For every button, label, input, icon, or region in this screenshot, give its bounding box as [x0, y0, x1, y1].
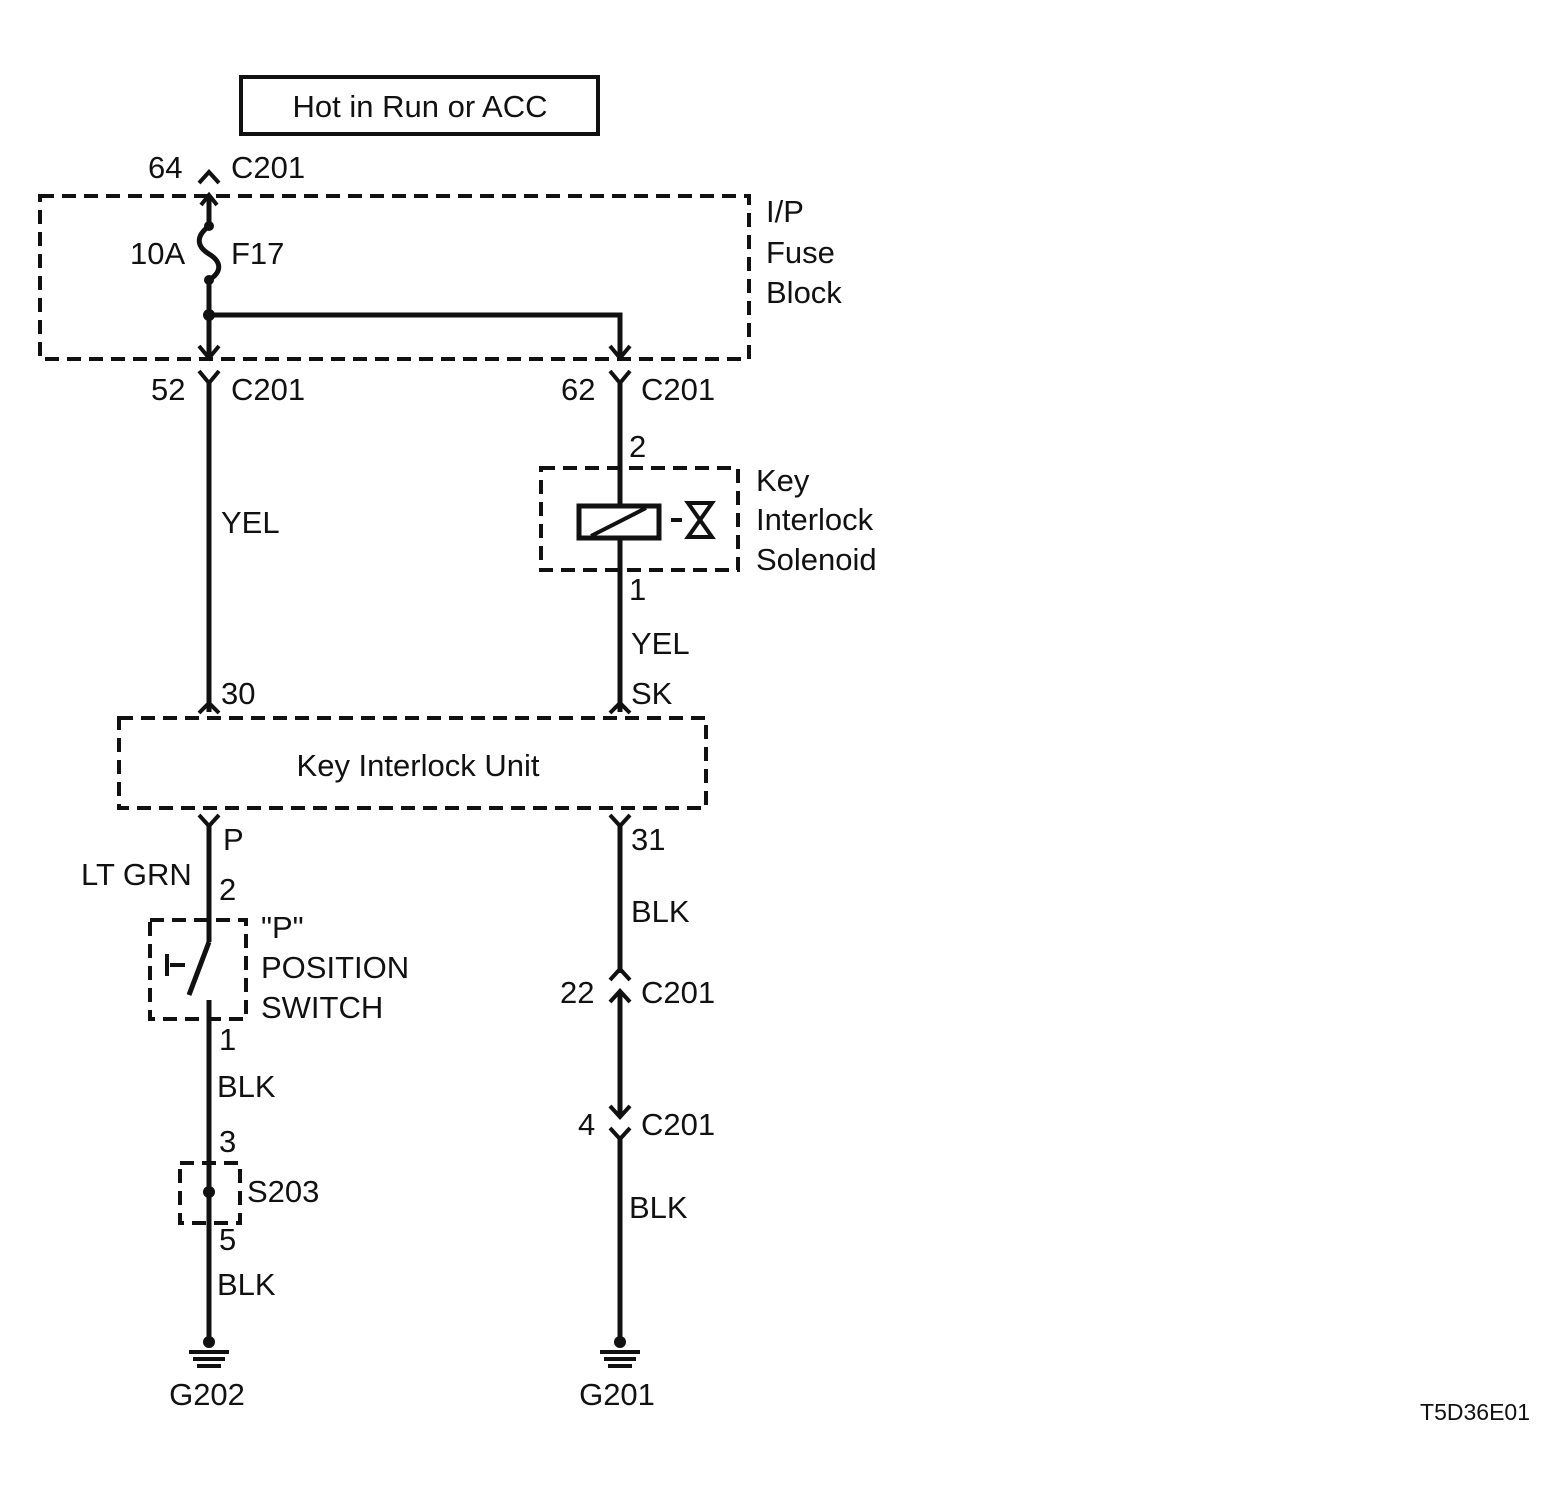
- connector-62-id: C201: [641, 372, 715, 407]
- solenoid-label-line3: Solenoid: [756, 542, 877, 577]
- ground-g202-node: [203, 1336, 215, 1348]
- unit-pin-31-symbol: [608, 813, 632, 829]
- fuse-block-outline: [38, 194, 751, 361]
- connector-64-symbol: [197, 169, 221, 185]
- splice-s203-outline: [178, 1161, 242, 1225]
- ground-g201-icon: [600, 1350, 640, 1368]
- fuse-left-output-arrow: [197, 344, 221, 362]
- wire-lt-grn-color: LT GRN: [81, 857, 192, 892]
- fuse-block-label-line1: I/P: [766, 194, 804, 229]
- solenoid-plunger-icon: [684, 501, 716, 539]
- connector-22-inner-symbol: [608, 988, 632, 1004]
- solenoid-coil-slash: [590, 506, 647, 538]
- unit-pin-31: 31: [631, 822, 665, 857]
- position-switch-label-line1: "P": [261, 910, 304, 945]
- splice-s203-node: [203, 1186, 215, 1198]
- fuse-right-output-arrow: [608, 344, 632, 362]
- key-interlock-unit-label: Key Interlock Unit: [297, 748, 540, 783]
- switch-pin-1: 1: [219, 1022, 236, 1057]
- unit-pin-sk: SK: [631, 676, 673, 711]
- connector-62-symbol: [608, 369, 632, 387]
- fuse-rating: 10A: [130, 236, 185, 271]
- figure-id: T5D36E01: [1420, 1399, 1530, 1425]
- unit-pin-p-symbol: [197, 813, 221, 829]
- connector-4-pin: 4: [578, 1107, 595, 1142]
- connector-52-symbol: [197, 369, 221, 387]
- wire-left-blk-upper-color: BLK: [217, 1069, 276, 1104]
- fuse-block-label-line2: Fuse: [766, 235, 835, 270]
- connector-22-id: C201: [641, 975, 715, 1010]
- switch-pin-2: 2: [219, 872, 236, 907]
- position-switch-blade: [186, 941, 212, 996]
- wire-left-blk-lower-color: BLK: [217, 1267, 276, 1302]
- ground-g201-label: G201: [579, 1377, 655, 1412]
- connector-4-inner-symbol: [608, 1104, 632, 1120]
- ground-g201-node: [614, 1336, 626, 1348]
- connector-52-id: C201: [231, 372, 305, 407]
- splice-pin-3: 3: [219, 1124, 236, 1159]
- key-interlock-unit-outline: [117, 716, 708, 810]
- connector-4-symbol: [608, 1126, 632, 1142]
- connector-64-id: C201: [231, 150, 305, 185]
- power-source-box: [239, 75, 600, 136]
- unit-pin-30-symbol: [197, 700, 221, 715]
- unit-pin-sk-symbol: [608, 700, 632, 715]
- fuse-id: F17: [231, 236, 284, 271]
- unit-pin-30: 30: [221, 676, 255, 711]
- solenoid-pin-1: 1: [629, 572, 646, 607]
- splice-s203-label: S203: [247, 1174, 319, 1209]
- splice-pin-5: 5: [219, 1222, 236, 1257]
- connector-22-symbol: [608, 966, 632, 982]
- fuse-block-label-line3: Block: [766, 275, 842, 310]
- ground-g202-label: G202: [169, 1377, 245, 1412]
- connector-62-pin: 62: [561, 372, 595, 407]
- connector-4-id: C201: [641, 1107, 715, 1142]
- position-switch-outline: [148, 918, 248, 1021]
- connector-22-pin: 22: [560, 975, 594, 1010]
- wire-right-blk-lower-color: BLK: [629, 1190, 688, 1225]
- wire-right-blk-upper-color: BLK: [631, 894, 690, 929]
- wire-left-yel-color: YEL: [221, 505, 280, 540]
- fuse-f17-symbol: [196, 224, 222, 283]
- solenoid-label-line1: Key: [756, 463, 810, 498]
- unit-pin-p: P: [223, 822, 244, 857]
- position-switch-label-line3: SWITCH: [261, 990, 383, 1025]
- wire-right-yel-color: YEL: [631, 626, 690, 661]
- solenoid-outline: [539, 466, 740, 572]
- connector-52-pin: 52: [151, 372, 185, 407]
- solenoid-label-line2: Interlock: [756, 502, 874, 537]
- ground-g202-icon: [189, 1350, 229, 1368]
- position-switch-label-line2: POSITION: [261, 950, 409, 985]
- power-source-label: Hot in Run or ACC: [293, 89, 548, 124]
- wire-bus-right: [209, 312, 623, 356]
- solenoid-pin-2: 2: [629, 429, 646, 464]
- connector-64-pin: 64: [148, 150, 182, 185]
